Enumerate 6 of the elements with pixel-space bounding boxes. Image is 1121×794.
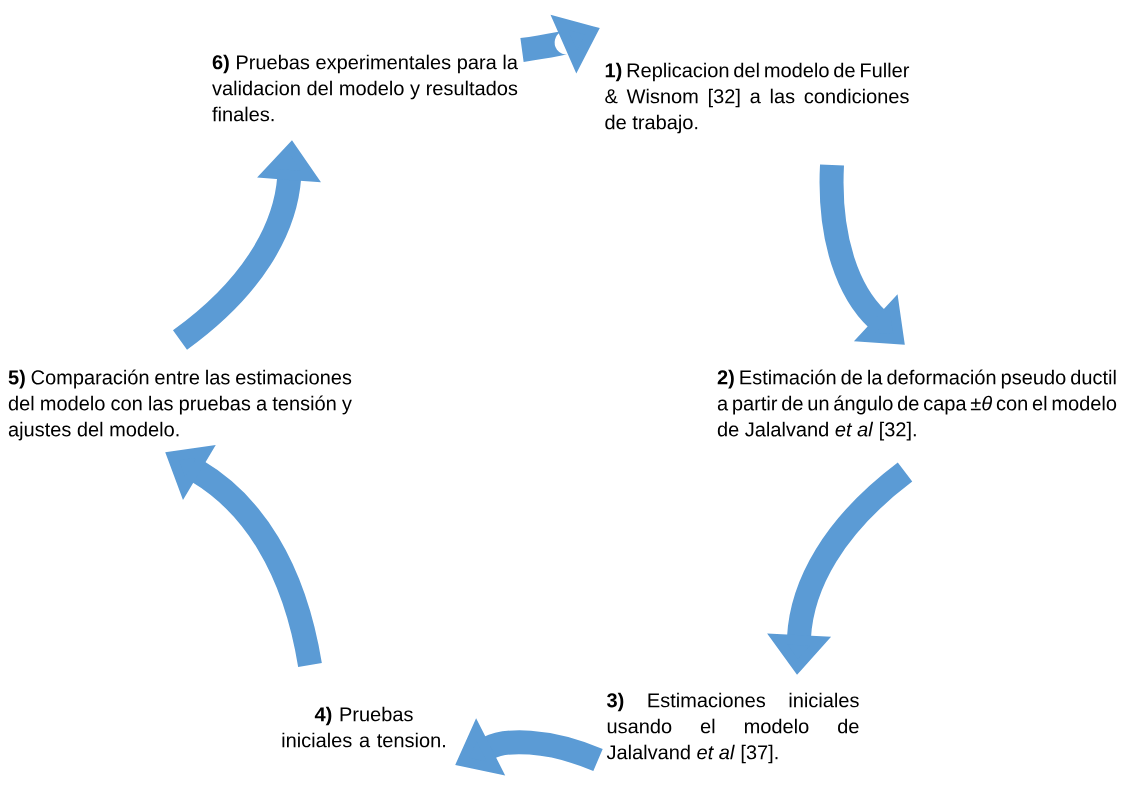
step-text: 1) Replicacion del modelo de Fuller & Wisnom [32] a las condiciones de trabajo. — [605, 62, 910, 134]
step-text: 5) Comparación entre las estimaciones del modelo con las pruebas a tensión y ajustes del modelo. — [8, 369, 352, 441]
step-text: 3) Estimaciones iniciales usando el modelo de Jalalvand et al [37]. — [606, 692, 859, 764]
step-text: 4) Pruebas iniciales a tension. — [282, 706, 445, 748]
step-text: 6) Pruebas experimentales para la validacion del modelo y resultados finales. — [212, 54, 518, 122]
step-text: 2) Estimación de la deformación pseudo ductil a partir de un ángulo de capa ±θ con el modelo de Jalalvand et al [32]. — [717, 369, 1117, 441]
